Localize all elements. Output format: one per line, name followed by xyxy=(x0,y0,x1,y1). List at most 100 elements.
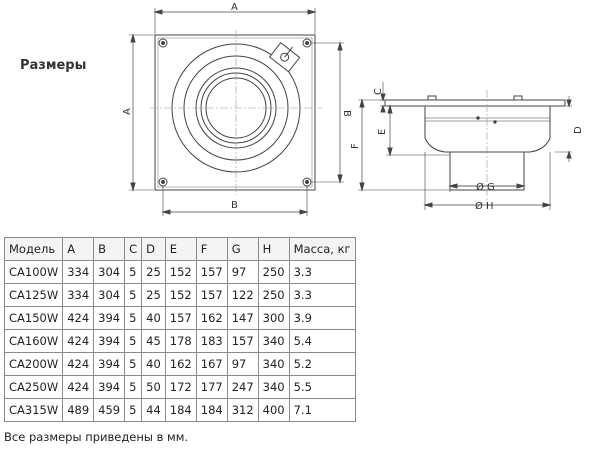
table-cell: 5 xyxy=(124,375,143,399)
terminal-box xyxy=(268,42,301,73)
side-plate xyxy=(384,99,566,107)
table-cell: 44 xyxy=(141,398,166,422)
table-cell: CA315W xyxy=(3,398,64,422)
table-cell: 5.2 xyxy=(288,352,356,376)
table-cell: CA150W xyxy=(3,306,64,330)
table-cell: 3.3 xyxy=(288,283,356,307)
column-header: D xyxy=(141,237,166,261)
table-cell: 5 xyxy=(124,329,143,353)
footnote: Все размеры приведены в мм. xyxy=(4,430,189,444)
table-cell: CA100W xyxy=(3,260,64,284)
table-cell: 183 xyxy=(195,329,228,353)
table-cell: 97 xyxy=(226,352,259,376)
table-cell: 5 xyxy=(124,283,143,307)
column-header: Масса, кг xyxy=(288,237,356,261)
table-cell: 162 xyxy=(195,306,228,330)
table-cell: 400 xyxy=(257,398,290,422)
table-cell: 184 xyxy=(195,398,228,422)
table-cell: 394 xyxy=(93,375,126,399)
table-cell: CA160W xyxy=(3,329,64,353)
dim-label-b-right: B xyxy=(341,110,352,117)
table-cell: 50 xyxy=(141,375,166,399)
side-view xyxy=(358,82,572,210)
table-cell: 5 xyxy=(124,398,143,422)
table-cell: 489 xyxy=(62,398,95,422)
outer-plate xyxy=(154,34,316,191)
table-cell: 304 xyxy=(93,283,126,307)
table-cell: 304 xyxy=(93,260,126,284)
side-housing xyxy=(424,105,551,153)
table-cell: 394 xyxy=(93,352,126,376)
table-cell: 394 xyxy=(93,329,126,353)
table-cell: 250 xyxy=(257,260,290,284)
table-cell: 394 xyxy=(93,306,126,330)
table-cell: 40 xyxy=(141,306,166,330)
dim-label-f: F xyxy=(350,143,361,149)
table-cell: 97 xyxy=(226,260,259,284)
dim-label-e: E xyxy=(377,129,388,135)
table-cell: 3.3 xyxy=(288,260,356,284)
table-cell: 424 xyxy=(62,306,95,330)
table-cell: 340 xyxy=(257,329,290,353)
dim-label-c: C xyxy=(373,88,384,95)
column-header: F xyxy=(195,237,228,261)
table-cell: CA125W xyxy=(3,283,64,307)
table-cell: 334 xyxy=(62,283,95,307)
table-cell: 424 xyxy=(62,375,95,399)
table-cell: CA250W xyxy=(3,375,64,399)
table-cell: 152 xyxy=(164,283,197,307)
table-cell: 177 xyxy=(195,375,228,399)
table-cell: 300 xyxy=(257,306,290,330)
table-cell: 7.1 xyxy=(288,398,356,422)
table-cell: 122 xyxy=(226,283,259,307)
table-cell: 340 xyxy=(257,352,290,376)
table-cell: 178 xyxy=(164,329,197,353)
table-cell: 5.5 xyxy=(288,375,356,399)
table-cell: 340 xyxy=(257,375,290,399)
dim-label-d: D xyxy=(573,126,584,134)
table-cell: 40 xyxy=(141,352,166,376)
corner-screws xyxy=(158,38,312,187)
table-cell: 25 xyxy=(141,283,166,307)
table-cell: 157 xyxy=(226,329,259,353)
dim-label-b-bottom: B xyxy=(231,200,238,211)
table-cell: 459 xyxy=(93,398,126,422)
table-cell: 424 xyxy=(62,352,95,376)
column-header: C xyxy=(124,237,143,261)
table-cell: 424 xyxy=(62,329,95,353)
table-cell: 152 xyxy=(164,260,197,284)
table-cell: 5 xyxy=(124,260,143,284)
column-header: B xyxy=(93,237,126,261)
table-cell: 157 xyxy=(195,283,228,307)
top-view xyxy=(129,8,344,216)
plate-inner-edge xyxy=(157,37,313,188)
table-cell: 312 xyxy=(226,398,259,422)
dim-label-h: Ø H xyxy=(475,200,494,212)
table-cell: 5 xyxy=(124,352,143,376)
table-cell: 184 xyxy=(164,398,197,422)
table-cell: 162 xyxy=(164,352,197,376)
table-cell: 157 xyxy=(195,260,228,284)
dim-label-a-top: A xyxy=(231,2,238,13)
table-cell: 45 xyxy=(141,329,166,353)
table-cell: 25 xyxy=(141,260,166,284)
dimension-drawing: A A B B xyxy=(122,2,584,216)
table-cell: 147 xyxy=(226,306,259,330)
table-cell: 5 xyxy=(124,306,143,330)
table-cell: 247 xyxy=(226,375,259,399)
table-cell: 172 xyxy=(164,375,197,399)
column-header: Модель xyxy=(3,237,64,261)
table-cell: 3.9 xyxy=(288,306,356,330)
dim-label-g: Ø G xyxy=(476,181,495,193)
column-header: H xyxy=(257,237,290,261)
dim-label-a-left: A xyxy=(122,108,133,115)
